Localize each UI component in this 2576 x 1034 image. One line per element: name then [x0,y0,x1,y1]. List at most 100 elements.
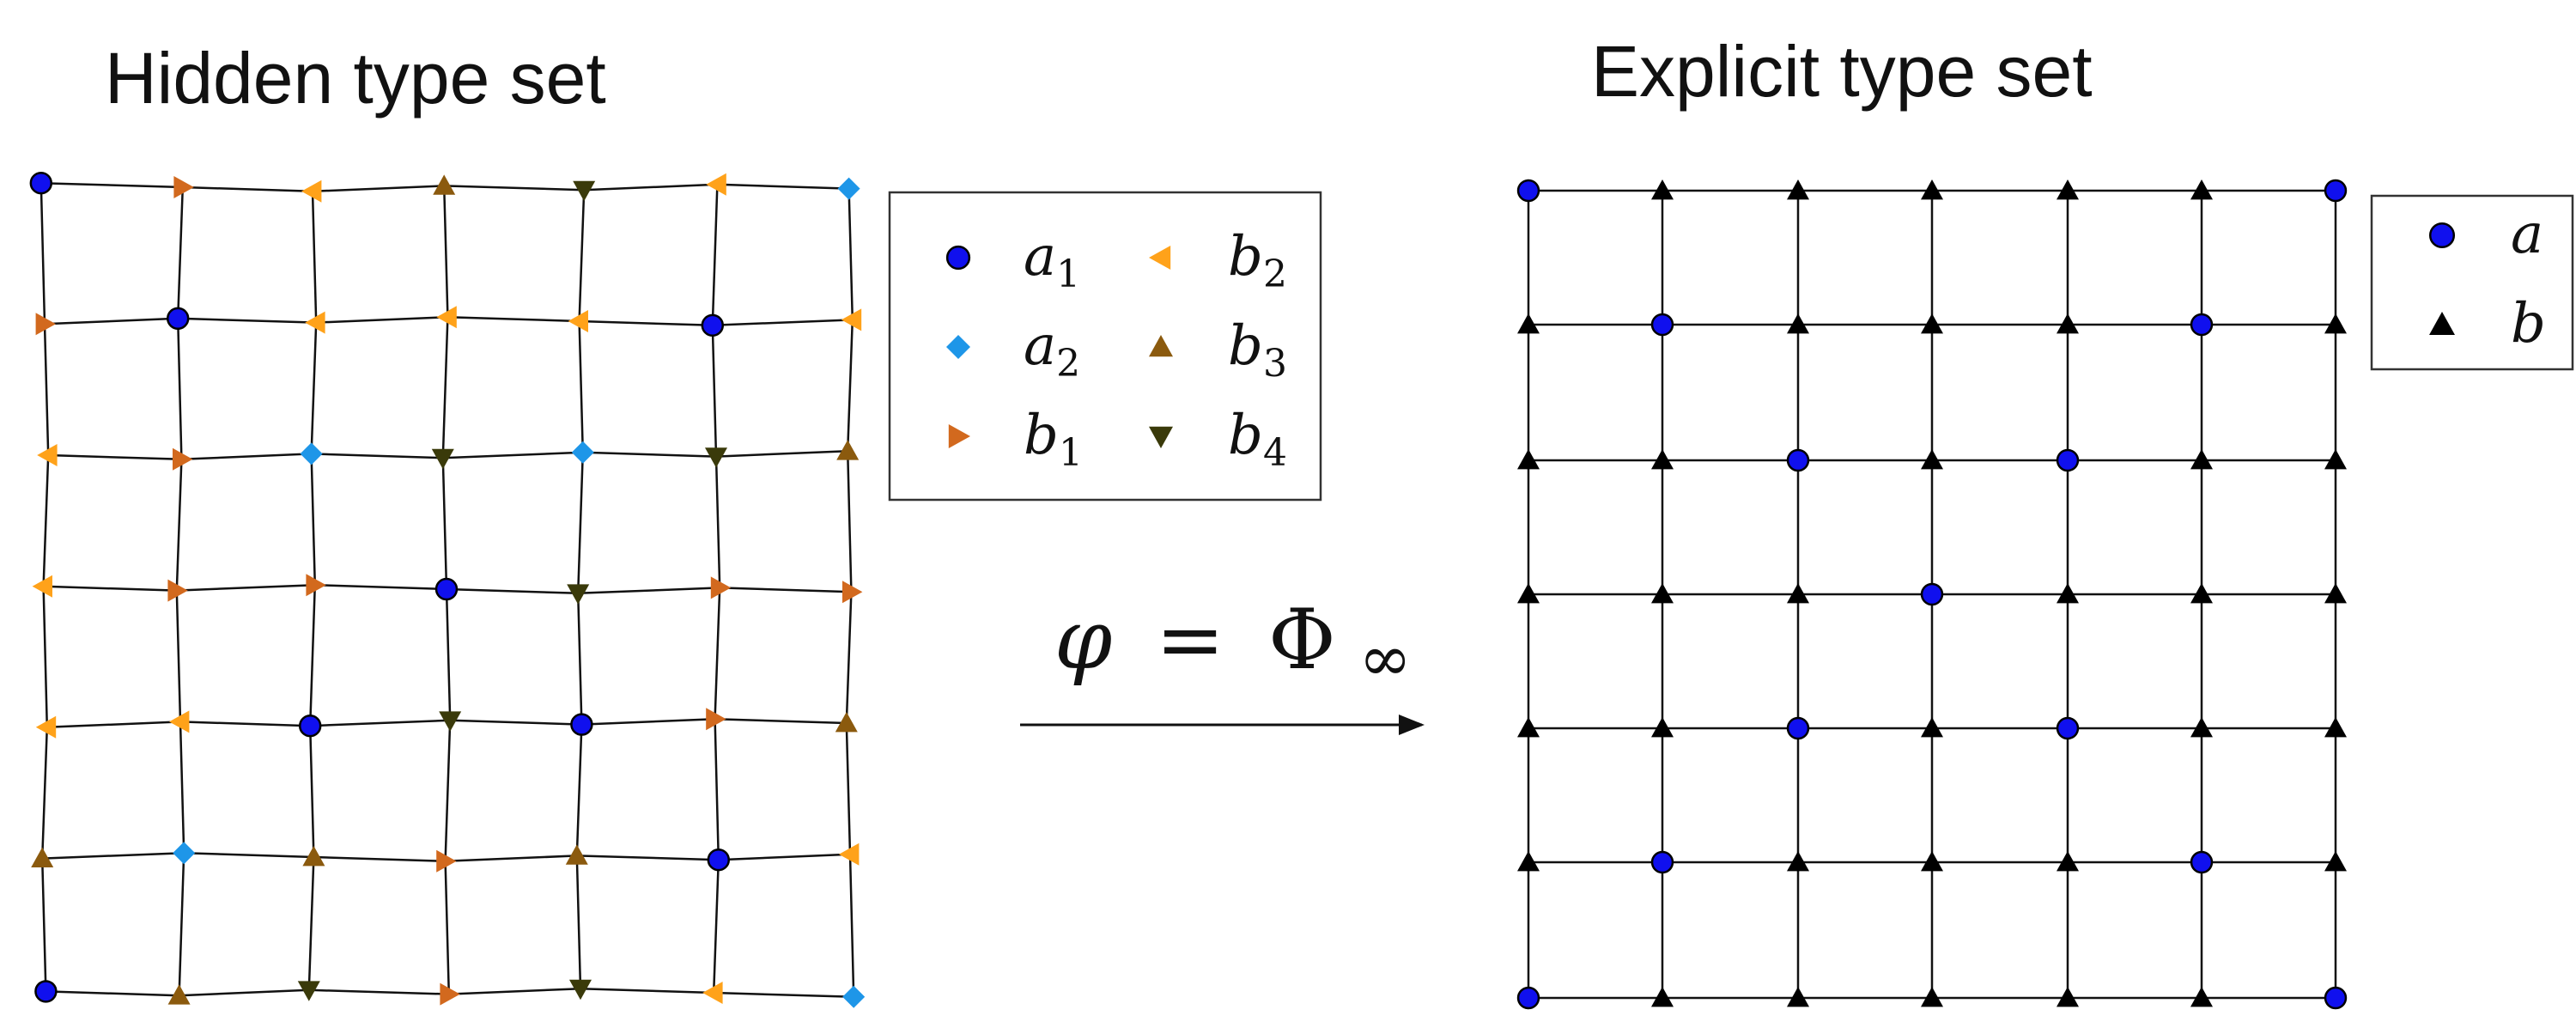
lattice-edge [40,858,47,992]
lattice-edge [442,451,583,459]
lattice-node-b2 [169,710,190,733]
lattice-edge [578,320,585,453]
lattice-node-a [1920,582,1944,606]
lattice-node-a [2190,313,2214,337]
lattice-edge [711,184,719,325]
explicit-legend-frame [2370,194,2574,371]
lattice-node-b [2324,313,2347,334]
lattice-edge [308,726,315,858]
lattice-node-b2 [37,444,58,466]
lattice-node-a1 [701,313,725,338]
lattice-node-b2 [568,310,588,332]
lattice-edge [580,987,714,994]
lattice-node-b2 [305,311,325,334]
lattice-edge [176,186,185,319]
lattice-node-b [1517,851,1540,872]
lattice-node-b [2324,449,2347,470]
lattice-node-a [2056,448,2080,472]
lattice-node-b [1921,717,1943,738]
lattice-node-b [1651,717,1674,738]
lattice-node-b4 [297,981,320,1001]
lattice-node-b [2324,583,2347,604]
lattice-edge [313,855,446,863]
explicit-type-legend: ab [2370,194,2574,371]
lattice-node-b4 [705,447,727,468]
hidden-type-set-title: Hidden type set [105,38,606,119]
lattice-node-b [1787,313,1809,334]
legend-circle-icon [945,245,971,271]
lattice-node-b4 [573,180,596,202]
lattice-node-b [2057,583,2079,604]
lattice-edge [846,451,853,593]
lattice-node-b [1787,987,1809,1007]
lattice-node-a2 [842,985,866,1008]
lattice-edge [714,456,721,588]
lattice-node-a1 [434,577,459,601]
svg-text:φ = Φ ∞: φ = Φ ∞ [1054,592,1412,696]
lattice-node-b [1787,583,1809,604]
lattice-node-b [1517,583,1540,604]
legend-triangle-left-icon [1149,246,1171,270]
lattice-edge [845,592,853,724]
lattice-edge [711,325,718,457]
lattice-node-b3 [836,440,860,460]
lattice-node-b3 [835,712,858,733]
lattice-node-b [2190,449,2213,470]
lattice-edge [576,593,583,725]
lattice-edge [845,722,852,855]
lattice-edge [576,855,719,861]
lattice-node-b1 [706,708,726,731]
lattice-node-b [1787,851,1809,872]
lattice-node-b3 [31,847,54,867]
lattice-edge [714,717,847,725]
legend-label-a2: a2 [1024,314,1080,386]
lattice-node-b [2190,179,2213,200]
lattice-node-b [2057,179,2079,200]
lattice-node-b [1651,179,1674,200]
legend-label-a1: a1 [1024,225,1080,296]
explicit-type-lattice [1516,179,2348,1010]
lattice-edge [448,987,581,995]
lattice-node-b4 [569,979,592,1001]
lattice-edge [39,183,46,325]
lattice-edge [314,583,447,591]
lattice-edge [848,854,855,997]
lattice-node-b [1921,851,1943,872]
lattice-edge [181,453,312,461]
lattice-node-b2 [702,982,723,1004]
lattice-edge [46,721,181,729]
lattice-node-a1 [707,848,731,872]
lattice-node-b [1787,179,1809,200]
hidden-type-lattice [29,171,866,1008]
lattice-edge [578,190,586,322]
lattice-node-b2 [436,306,457,329]
lattice-edge [42,851,185,860]
lattice-node-b2 [32,575,52,598]
lattice-edge [442,186,449,318]
lattice-edge [179,988,309,997]
lattice-node-b [1921,987,1943,1007]
lattice-edge [579,319,713,327]
lattice-node-b2 [706,173,726,196]
capital-phi-symbol: Φ [1268,592,1336,688]
lattice-edge [307,856,315,990]
lattice-edge [178,853,185,996]
lattice-node-b [2190,987,2213,1007]
lattice-node-b [1921,449,1943,470]
lattice-edge [43,324,50,456]
lattice-node-a [1516,179,1540,203]
lattice-node-b1 [710,576,732,599]
lattice-edge [445,588,452,721]
lattice-edge [575,724,583,856]
lattice-edge [311,191,318,323]
lattice-edge [44,317,179,325]
mapping-formula: φ = Φ ∞ [1020,592,1425,735]
hidden-lattice-edges [39,181,855,999]
legend-diamond-icon [946,335,970,359]
lattice-node-b [1921,179,1943,200]
lattice-edge [178,317,317,324]
lattice-node-a2 [837,177,860,200]
lattice-edge [310,322,318,454]
lattice-edge [720,587,852,593]
